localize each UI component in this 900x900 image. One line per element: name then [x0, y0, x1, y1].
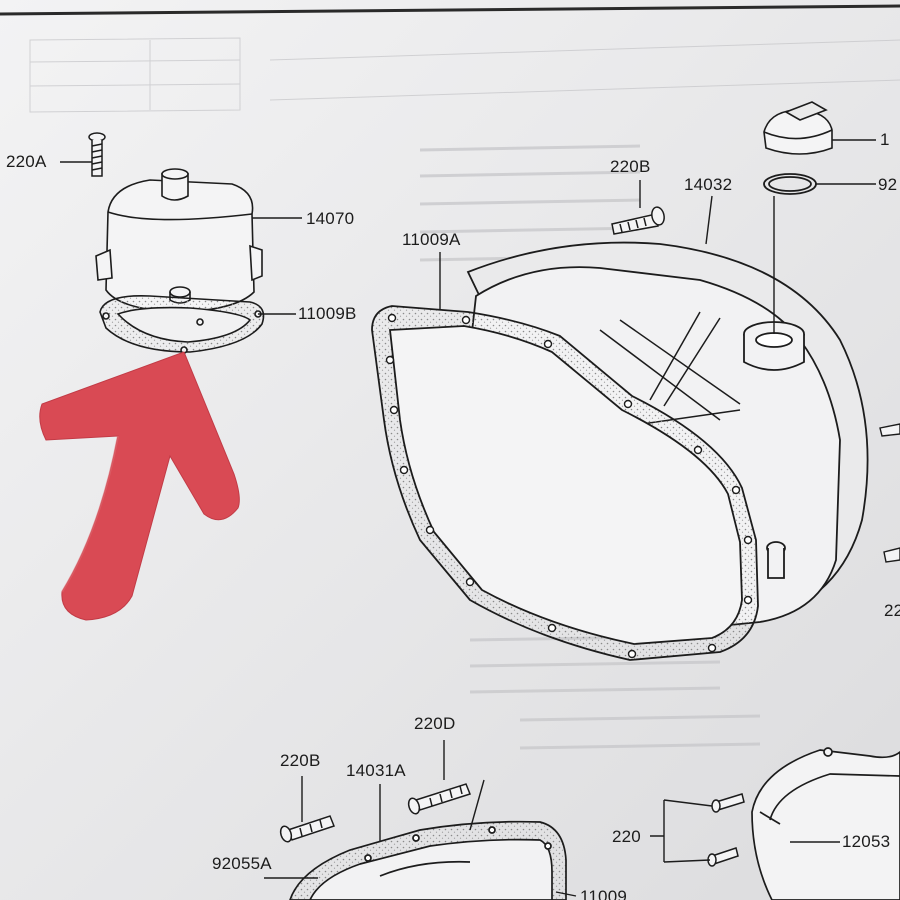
- part-12053-guide: [751, 747, 900, 900]
- part-1-filler-cap: [763, 101, 833, 155]
- callout-220B-top: 220B: [610, 157, 651, 176]
- page-header-rule: [0, 4, 900, 16]
- red-arrow-marker: [39, 351, 240, 621]
- callout-14070: 14070: [306, 209, 355, 228]
- leader-lines: [60, 139, 876, 897]
- callout-220A: 220A: [6, 152, 47, 171]
- part-220D-screw: [407, 783, 471, 815]
- part-220A-screw: [88, 132, 106, 177]
- part-11009A-gasket: [371, 305, 759, 661]
- callout-14032: 14032: [684, 175, 733, 194]
- part-14031A-cover: [289, 820, 567, 900]
- callout-220D: 220D: [414, 714, 456, 733]
- callout-14031A: 14031A: [346, 761, 406, 780]
- callout-11009: 11009: [580, 887, 628, 900]
- part-11009B-gasket: [99, 295, 265, 354]
- callout-220B-bottom: 220B: [280, 751, 321, 770]
- bleed-through-table: [29, 37, 900, 750]
- callout-11009B: 11009B: [298, 304, 357, 323]
- callout-220: 220: [612, 827, 641, 846]
- callout-1: 1: [880, 130, 890, 149]
- callout-92055A: 92055A: [212, 854, 272, 873]
- part-220B-screw-top: [611, 206, 665, 235]
- right-edge-screws: [879, 423, 900, 563]
- callout-22-edge: 22: [884, 601, 900, 620]
- callout-12053: 12053: [842, 832, 891, 851]
- part-220B-screw-bottom: [279, 815, 335, 843]
- callout-92-top: 92: [878, 175, 898, 194]
- callout-11009A: 11009A: [402, 230, 461, 249]
- part-220-screws: [707, 793, 745, 867]
- part-14070-cover: [95, 168, 263, 313]
